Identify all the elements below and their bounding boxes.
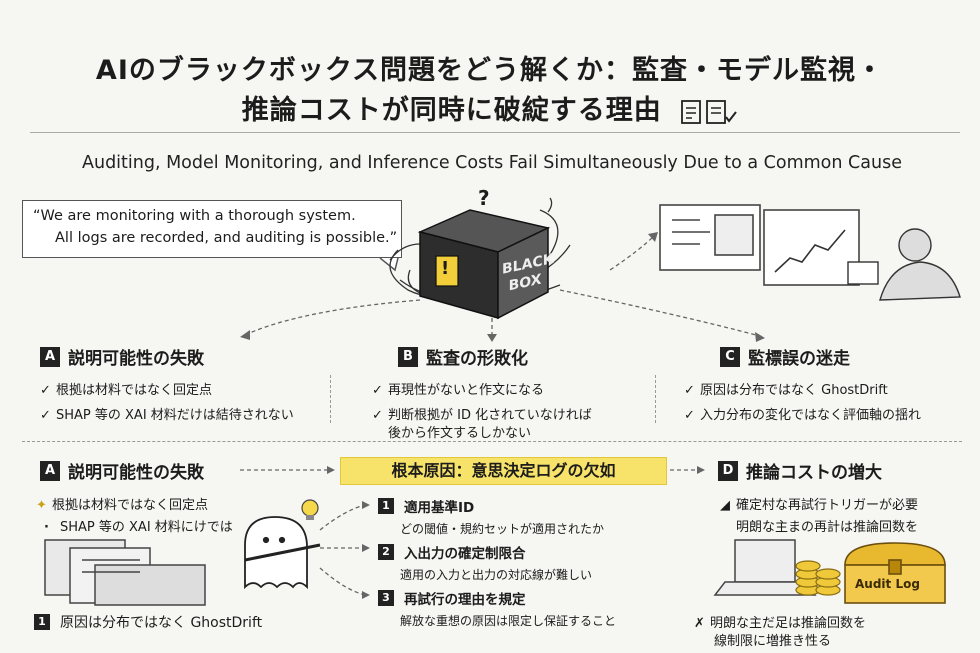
subtitle: Auditing, Model Monitoring, and Inferenc… xyxy=(82,153,902,173)
bottom-left-bullet-2: ·SHAP 等の XAI 材料にけでは xyxy=(44,520,233,535)
warning-mark: ! xyxy=(441,258,450,279)
root-item-1-badge: 1 xyxy=(378,498,394,514)
laptop-icon xyxy=(713,539,817,596)
title-divider xyxy=(30,132,960,133)
bottom-left-footer-badge: 1 xyxy=(34,614,50,630)
section-c-header: C 監標誤の迷走 xyxy=(720,344,850,369)
section-divider-2 xyxy=(655,375,656,423)
section-a-title: 説明可能性の失敗 xyxy=(68,349,204,369)
page-title-line2-text: 推論コストが同時に破綻する理由 xyxy=(241,95,662,126)
section-a-bullet-2: ✓SHAP 等の XAI 材料だけは結待されない xyxy=(40,408,294,423)
root-item-2-label: 入出力の確定制限合 xyxy=(404,546,526,562)
root-item-3-badge: 3 xyxy=(378,590,394,606)
page-title-line2: 推論コストが同時に破綻する理由 xyxy=(0,88,980,127)
section-c-bullet-1: ✓原因は分布ではなく GhostDrift xyxy=(684,383,888,398)
bottom-left-header: A 説明可能性の失敗 xyxy=(40,458,204,483)
section-divider-1 xyxy=(330,375,331,423)
root-item-1-desc: どの閾値・規約セットが適用されたか xyxy=(400,522,605,536)
section-c-title: 監標誤の迷走 xyxy=(748,349,850,369)
bottom-left-bullet-1-text: 根拠は材料ではなく回定点 xyxy=(52,498,209,513)
question-icon: ? xyxy=(478,186,490,210)
bottom-left-footer: 1 原因は分布ではなく GhostDrift xyxy=(34,612,262,632)
bottom-left-title: 説明可能性の失敗 xyxy=(68,463,204,483)
root-item-3-desc: 解放な重想の原因は限定し保証すること xyxy=(400,614,617,628)
audit-log-label: Audit Log xyxy=(855,577,920,591)
root-item-2: 2 入出力の確定制限合 適用の入力と出力の対応線が難しい xyxy=(378,542,592,583)
monitor-icon xyxy=(659,204,860,286)
bottom-right-bullet-1-text: 確定村な再試行トリガーが必要 xyxy=(736,498,919,513)
root-item-2-badge: 2 xyxy=(378,544,394,560)
section-a-bullet-1-text: 根拠は材料ではなく回定点 xyxy=(56,383,213,398)
section-a-header: A 説明可能性の失敗 xyxy=(40,344,204,369)
section-dashed-divider xyxy=(22,441,962,442)
bottom-right-bullet-1: ◢確定村な再試行トリガーが必要 xyxy=(720,498,919,513)
root-item-1: 1 適用基準ID どの閾値・規約セットが適用されたか xyxy=(378,496,604,537)
bottom-right-title: 推論コストの増大 xyxy=(746,463,882,483)
bottom-right-header: D 推論コストの増大 xyxy=(718,458,882,483)
bottom-left-badge: A xyxy=(40,460,60,481)
bottom-left-bullet-2-text: SHAP 等の XAI 材料にけでは xyxy=(60,520,233,535)
section-a-bullet-2-text: SHAP 等の XAI 材料だけは結待されない xyxy=(56,408,294,423)
root-item-2-desc: 適用の入力と出力の対応線が難しい xyxy=(400,568,593,582)
section-b-bullet-1: ✓再現性がないと作文になる xyxy=(372,383,545,398)
section-b-bullet-1-text: 再現性がないと作文になる xyxy=(388,383,545,398)
section-c-bullet-1-text: 原因は分布ではなく GhostDrift xyxy=(700,383,888,398)
section-a-badge: A xyxy=(40,346,60,367)
bottom-right-footer-1-text: 明朗な主だ足は推論回数を xyxy=(710,616,867,631)
section-c-bullet-2-text: 入力分布の変化ではなく評価軸の揺れ xyxy=(700,408,922,423)
section-b-header: B 監査の形敗化 xyxy=(398,344,528,369)
root-item-1-label: 適用基準ID xyxy=(404,500,475,516)
analyst-figure xyxy=(847,228,961,301)
section-b-badge: B xyxy=(398,346,418,367)
root-item-3: 3 再試行の理由を規定 解放な重想の原因は限定し保証すること xyxy=(378,588,616,629)
bottom-left-bullet-1: ✦根拠は材料ではなく回定点 xyxy=(36,498,209,513)
section-b-bullet-2-text: 判断根拠が ID 化されていなければ xyxy=(388,408,592,423)
treasure-chest-icon xyxy=(844,542,946,604)
section-a-bullet-1: ✓根拠は材料ではなく回定点 xyxy=(40,383,213,398)
bottom-right-footer-2: 線制限に増推き性る xyxy=(714,634,832,649)
lightbulb-icon xyxy=(301,499,319,520)
black-box-cube xyxy=(417,209,551,320)
section-b-bullet-2: ✓判断根拠が ID 化されていなければ xyxy=(372,408,592,423)
section-b-title: 監査の形敗化 xyxy=(426,349,528,369)
bottom-left-footer-text: 原因は分布ではなく GhostDrift xyxy=(60,615,263,631)
file-drawer xyxy=(44,539,206,606)
root-item-3-label: 再試行の理由を規定 xyxy=(404,592,526,608)
warning-icon xyxy=(435,255,459,287)
ghost-icon xyxy=(244,516,321,590)
section-b-bullet-2-cont: 後から作文するしかない xyxy=(388,426,532,441)
quote-line2: All logs are recorded, and auditing is p… xyxy=(55,230,398,246)
coin-stack-icon xyxy=(795,560,841,596)
bottom-right-footer-1: ✗明朗な主だ足は推論回数を xyxy=(694,616,867,631)
bottom-right-bullet-2: 明朗な主まの再計は推論回数を xyxy=(736,520,919,535)
root-cause-banner: 根本原因：意思決定ログの欠如 xyxy=(340,457,667,485)
quote-line1: “We are monitoring with a thorough syste… xyxy=(33,208,356,224)
section-c-badge: C xyxy=(720,346,740,367)
quote-bubble: “We are monitoring with a thorough syste… xyxy=(22,200,402,258)
page-title-line1: AIのブラックボックス問題をどう解くか：監査・モデル監視・ xyxy=(95,55,885,86)
section-c-bullet-2: ✓入力分布の変化ではなく評価軸の揺れ xyxy=(684,408,922,423)
bottom-right-badge: D xyxy=(718,460,738,481)
document-check-icon xyxy=(681,99,737,124)
